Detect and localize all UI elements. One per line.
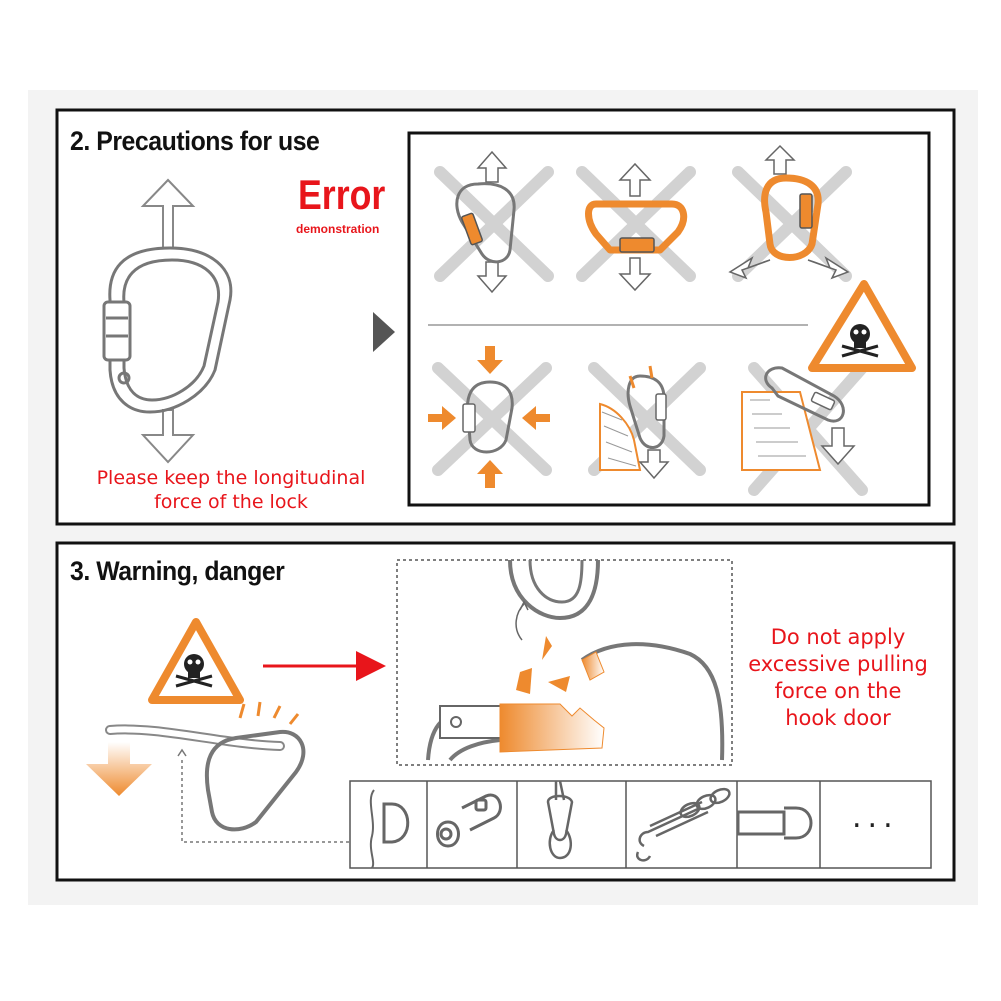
error-carabiner-2: [585, 162, 688, 292]
chain-icon: [635, 787, 731, 862]
accessory-strip: [349, 780, 932, 869]
ring-top: [508, 559, 600, 621]
error-carabiner-4: [428, 346, 550, 488]
strap-ring-icon: [736, 806, 813, 840]
error-label: Error: [298, 171, 386, 218]
rope-carabiner: [105, 701, 306, 832]
longitudinal-note-line1: Please keep the longitudinal: [96, 467, 366, 489]
skull-warning-icon: [148, 618, 244, 704]
warning-line3: force on the: [774, 679, 902, 703]
d-ring-icon: [369, 789, 410, 869]
warning-line1: Do not apply: [770, 625, 906, 649]
error-carabiner-5: [599, 365, 670, 480]
more-accessories-label: ...: [852, 800, 899, 835]
dotted-connector: [181, 760, 350, 843]
warning-line2: excessive pulling: [748, 652, 928, 676]
error-carabiner-6: [741, 366, 856, 471]
skull-warning-icon: [808, 280, 916, 372]
figure-eight-icon: [436, 793, 502, 848]
carabiner-icon: [102, 246, 233, 414]
pointer-triangle: [373, 312, 395, 352]
longitudinal-note-line2: force of the lock: [154, 491, 308, 513]
error-carabiner-3: [728, 144, 850, 280]
double-arrow-icon: [140, 178, 196, 464]
section3-title: 3. Warning, danger: [70, 556, 285, 586]
warning-line4: hook door: [785, 706, 891, 730]
error-sub-label: demonstration: [296, 222, 380, 236]
section2-title: 2. Precautions for use: [70, 126, 320, 156]
error-carabiner-1: [455, 150, 516, 294]
pulley-icon: [546, 780, 574, 860]
pull-down-arrow: [86, 742, 152, 796]
broken-gate: [426, 636, 725, 762]
